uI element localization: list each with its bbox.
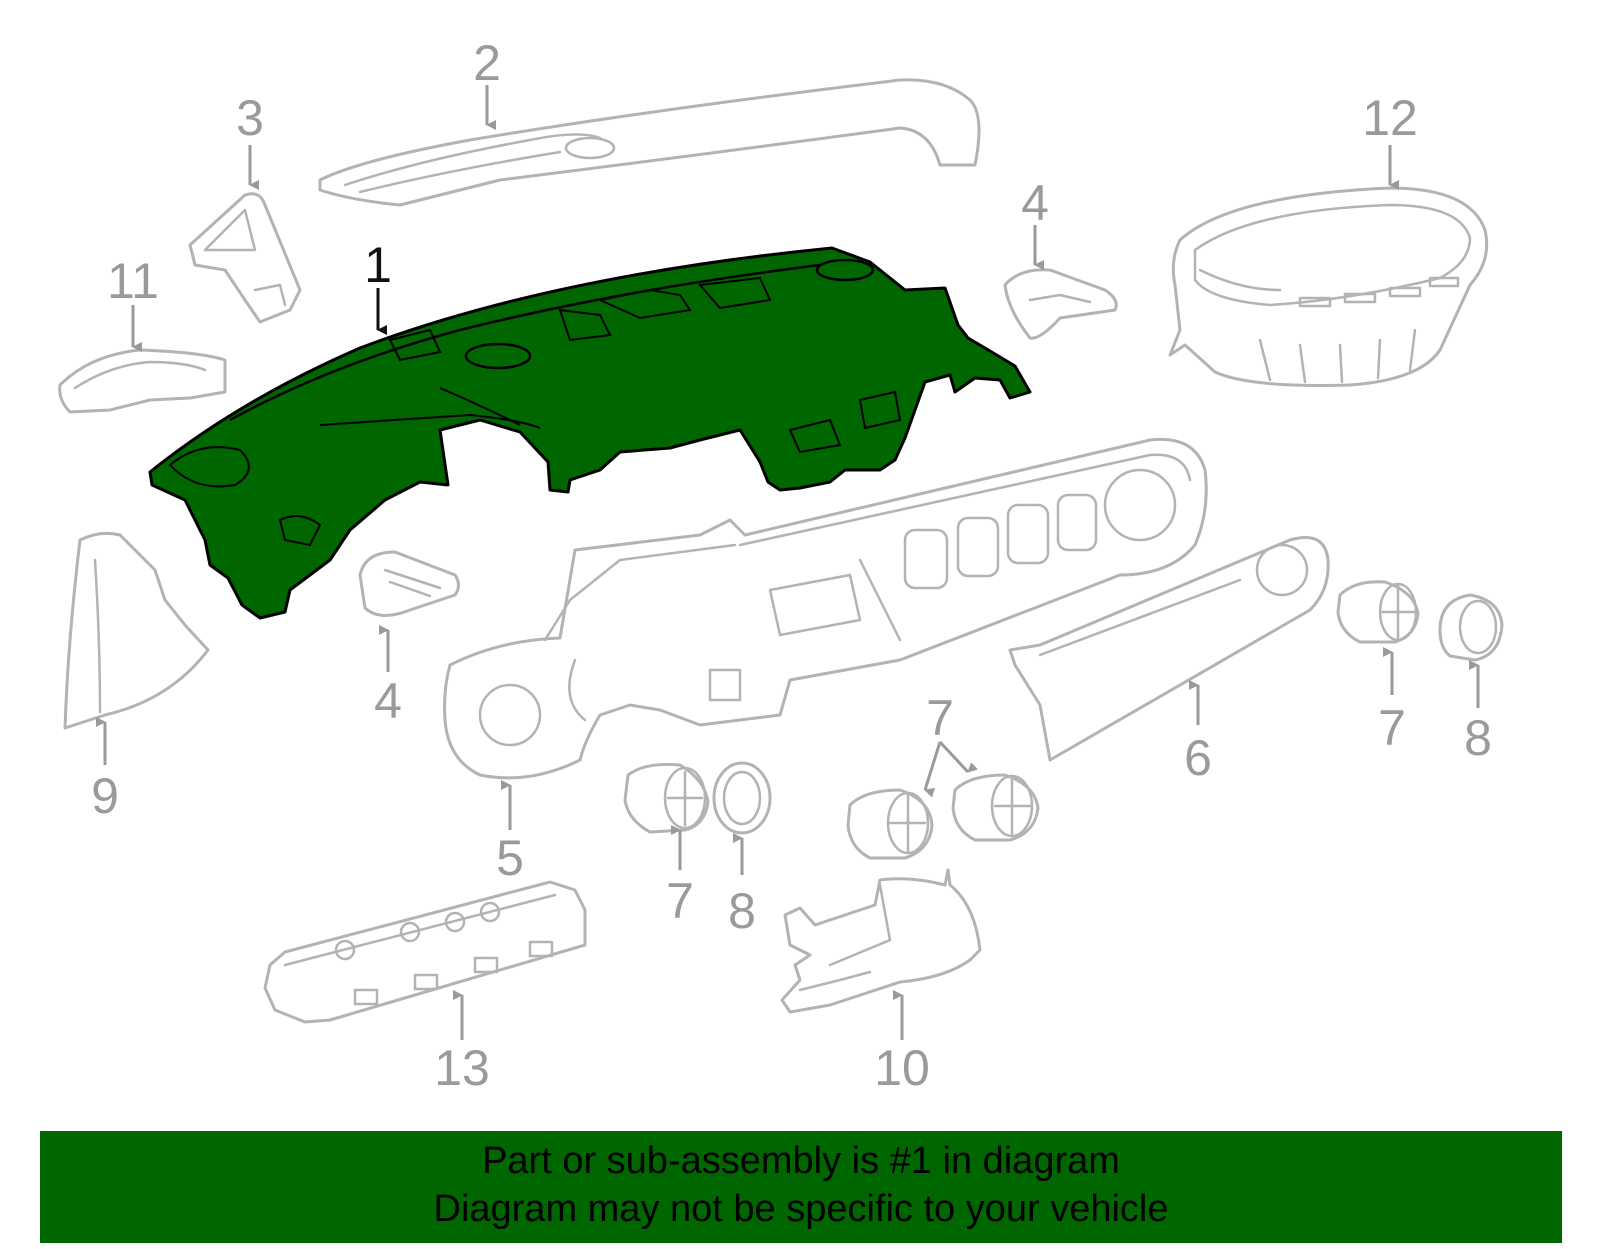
callout-11: 11	[107, 253, 159, 309]
callout-7-right: 7	[1378, 700, 1406, 756]
callout-5: 5	[496, 830, 524, 886]
part-11-trim-panel[interactable]	[58, 348, 227, 414]
part-12-airbag-module[interactable]	[1168, 186, 1489, 387]
callout-3: 3	[236, 90, 264, 146]
parts-diagram: 1 2 3 4 4 5 6 7 7 7 8 8 9 10 11 12 13	[58, 35, 1504, 1096]
callout-4-lower: 4	[374, 673, 402, 729]
callout-8-left: 8	[728, 883, 756, 939]
part-7-vent-center-b[interactable]	[951, 773, 1040, 842]
part-1-instrument-panel[interactable]	[148, 246, 1032, 620]
callout-10: 10	[874, 1040, 930, 1096]
callout-13: 13	[434, 1040, 490, 1096]
part-4-lower-trim[interactable]	[358, 550, 460, 617]
info-banner: Part or sub-assembly is #1 in diagram Di…	[40, 1131, 1562, 1243]
callout-4-upper: 4	[1021, 175, 1049, 231]
part-8-bezel-right[interactable]	[1438, 593, 1504, 662]
banner-line-1: Part or sub-assembly is #1 in diagram	[482, 1140, 1120, 1182]
leader-7c	[938, 740, 978, 774]
part-8-bezel-left[interactable]	[712, 761, 772, 835]
callout-2: 2	[473, 35, 501, 91]
part-6-trim-strip[interactable]	[1008, 536, 1330, 762]
callout-8-right: 8	[1464, 710, 1492, 766]
part-5-dash-frame[interactable]	[443, 437, 1208, 780]
callout-6: 6	[1184, 730, 1212, 786]
part-7-vent-right[interactable]	[1336, 580, 1420, 644]
callout-7-center: 7	[926, 690, 954, 746]
part-7-vent-center-a[interactable]	[846, 788, 934, 860]
callout-12: 12	[1362, 90, 1418, 146]
part-9-side-panel[interactable]	[63, 531, 210, 730]
callout-7-left: 7	[666, 873, 694, 929]
part-13-switch-panel[interactable]	[263, 880, 587, 1024]
callout-9: 9	[91, 768, 119, 824]
leader-7b	[923, 741, 942, 798]
callout-1: 1	[364, 237, 392, 293]
part-3-trim-bracket[interactable]	[188, 192, 302, 324]
part-2-dash-trim[interactable]	[318, 78, 981, 207]
part-4-upper-trim[interactable]	[1003, 268, 1118, 340]
part-10-lower-bracket[interactable]	[780, 868, 982, 1014]
part-7-vent-left[interactable]	[623, 763, 710, 834]
banner-line-2: Diagram may not be specific to your vehi…	[433, 1188, 1169, 1230]
